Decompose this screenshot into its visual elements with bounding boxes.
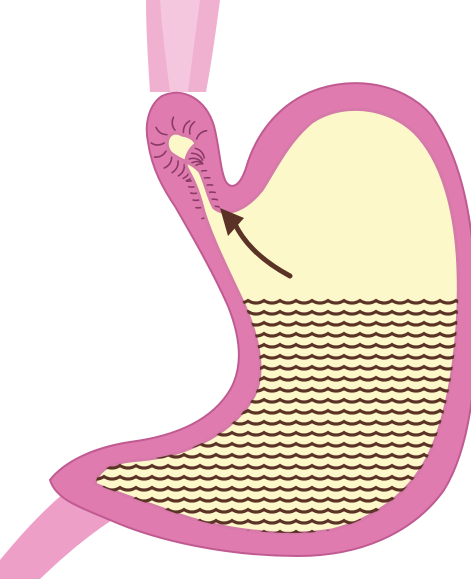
stomach-lumen xyxy=(95,109,458,533)
